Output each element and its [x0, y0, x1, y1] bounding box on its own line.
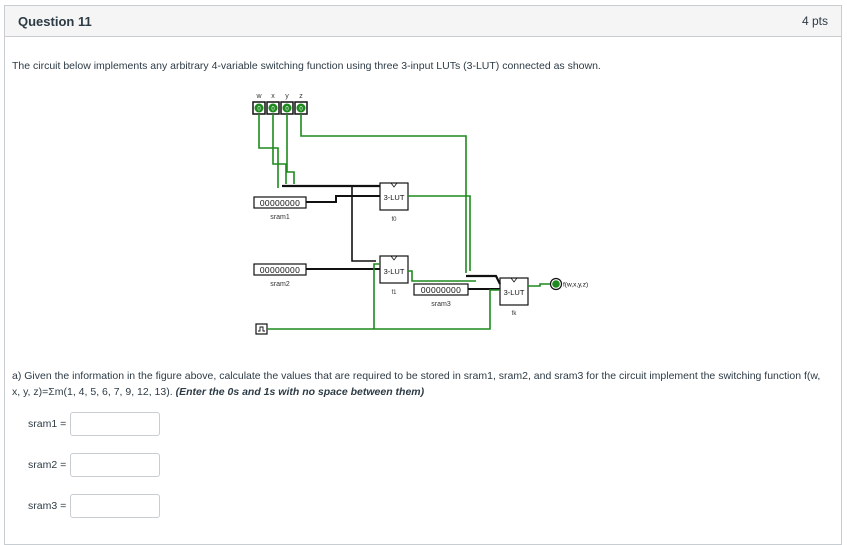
input-label-w: w [255, 93, 262, 100]
input-pin-z-value: 0 [299, 107, 303, 113]
sram1-input[interactable] [70, 412, 160, 436]
sram2-register[interactable]: 00000000 [253, 263, 307, 276]
sram2-label: sram2 [270, 281, 290, 288]
input-label-z: z [299, 93, 303, 100]
input-pin-x-value: 0 [271, 107, 275, 113]
answer-row-sram1: sram1 = [28, 412, 160, 436]
output-pin [549, 277, 563, 291]
sram2-bits: 00000000 [260, 265, 300, 275]
lut-f0[interactable]: 3-LUT [379, 182, 409, 211]
output-label: f(w,x,y,z) [563, 282, 588, 289]
input-label-x: x [271, 93, 275, 100]
question-part-a-text: a) Given the information in the figure a… [12, 370, 821, 398]
answer-label-sram3: sram3 = [28, 500, 67, 512]
sram3-label: sram3 [431, 301, 451, 308]
wire-clock [267, 289, 500, 330]
sram3-input[interactable] [70, 494, 160, 518]
lut-fk[interactable]: 3-LUT [499, 277, 529, 306]
input-pin-y[interactable]: 0 [280, 101, 294, 115]
answer-label-sram2: sram2 = [28, 459, 67, 471]
input-pin-w[interactable]: 0 [252, 101, 266, 115]
answer-label-sram1: sram1 = [28, 418, 67, 430]
answer-row-sram2: sram2 = [28, 453, 160, 477]
answer-row-sram3: sram3 = [28, 494, 160, 518]
sram1-register[interactable]: 00000000 [253, 196, 307, 209]
lut-f0-name: f0 [391, 217, 397, 223]
lut-f0-label: 3-LUT [384, 193, 405, 202]
wire-f0-out [408, 195, 471, 271]
question-points: 4 pts [801, 14, 828, 28]
lut-f1-label: 3-LUT [384, 267, 405, 276]
input-pin-y-value: 0 [285, 107, 289, 113]
clock-input[interactable] [255, 323, 268, 335]
sram1-label: sram1 [270, 214, 290, 221]
wire-output [528, 283, 552, 287]
question-prompt: The circuit below implements any arbitra… [12, 60, 601, 72]
question-header: Question 11 4 pts [5, 6, 841, 37]
input-label-y: y [285, 93, 289, 100]
lut-f1-name: f1 [391, 290, 397, 296]
input-pin-x[interactable]: 0 [266, 101, 280, 115]
lut-fk-name: fk [512, 311, 518, 317]
bus-fk-in [466, 274, 501, 285]
circuit-figure: w x y z 0 0 0 0 [240, 88, 600, 338]
question-part-a-note: (Enter the 0s and 1s with no space betwe… [175, 386, 425, 398]
sram3-register[interactable]: 00000000 [413, 283, 469, 296]
wire-clock-branch [373, 263, 380, 329]
lut-f1[interactable]: 3-LUT [379, 255, 409, 284]
sram1-wire [306, 195, 380, 203]
input-pin-w-value: 0 [257, 107, 261, 113]
input-pin-z[interactable]: 0 [294, 101, 308, 115]
sram3-bits: 00000000 [421, 285, 461, 295]
question-part-a: a) Given the information in the figure a… [12, 368, 822, 400]
question-title: Question 11 [18, 13, 92, 29]
input-wires [258, 114, 467, 273]
sram1-bits: 00000000 [260, 198, 300, 208]
sram2-input[interactable] [70, 453, 160, 477]
wire-f1-out [408, 270, 476, 282]
lut-fk-label: 3-LUT [504, 288, 525, 297]
